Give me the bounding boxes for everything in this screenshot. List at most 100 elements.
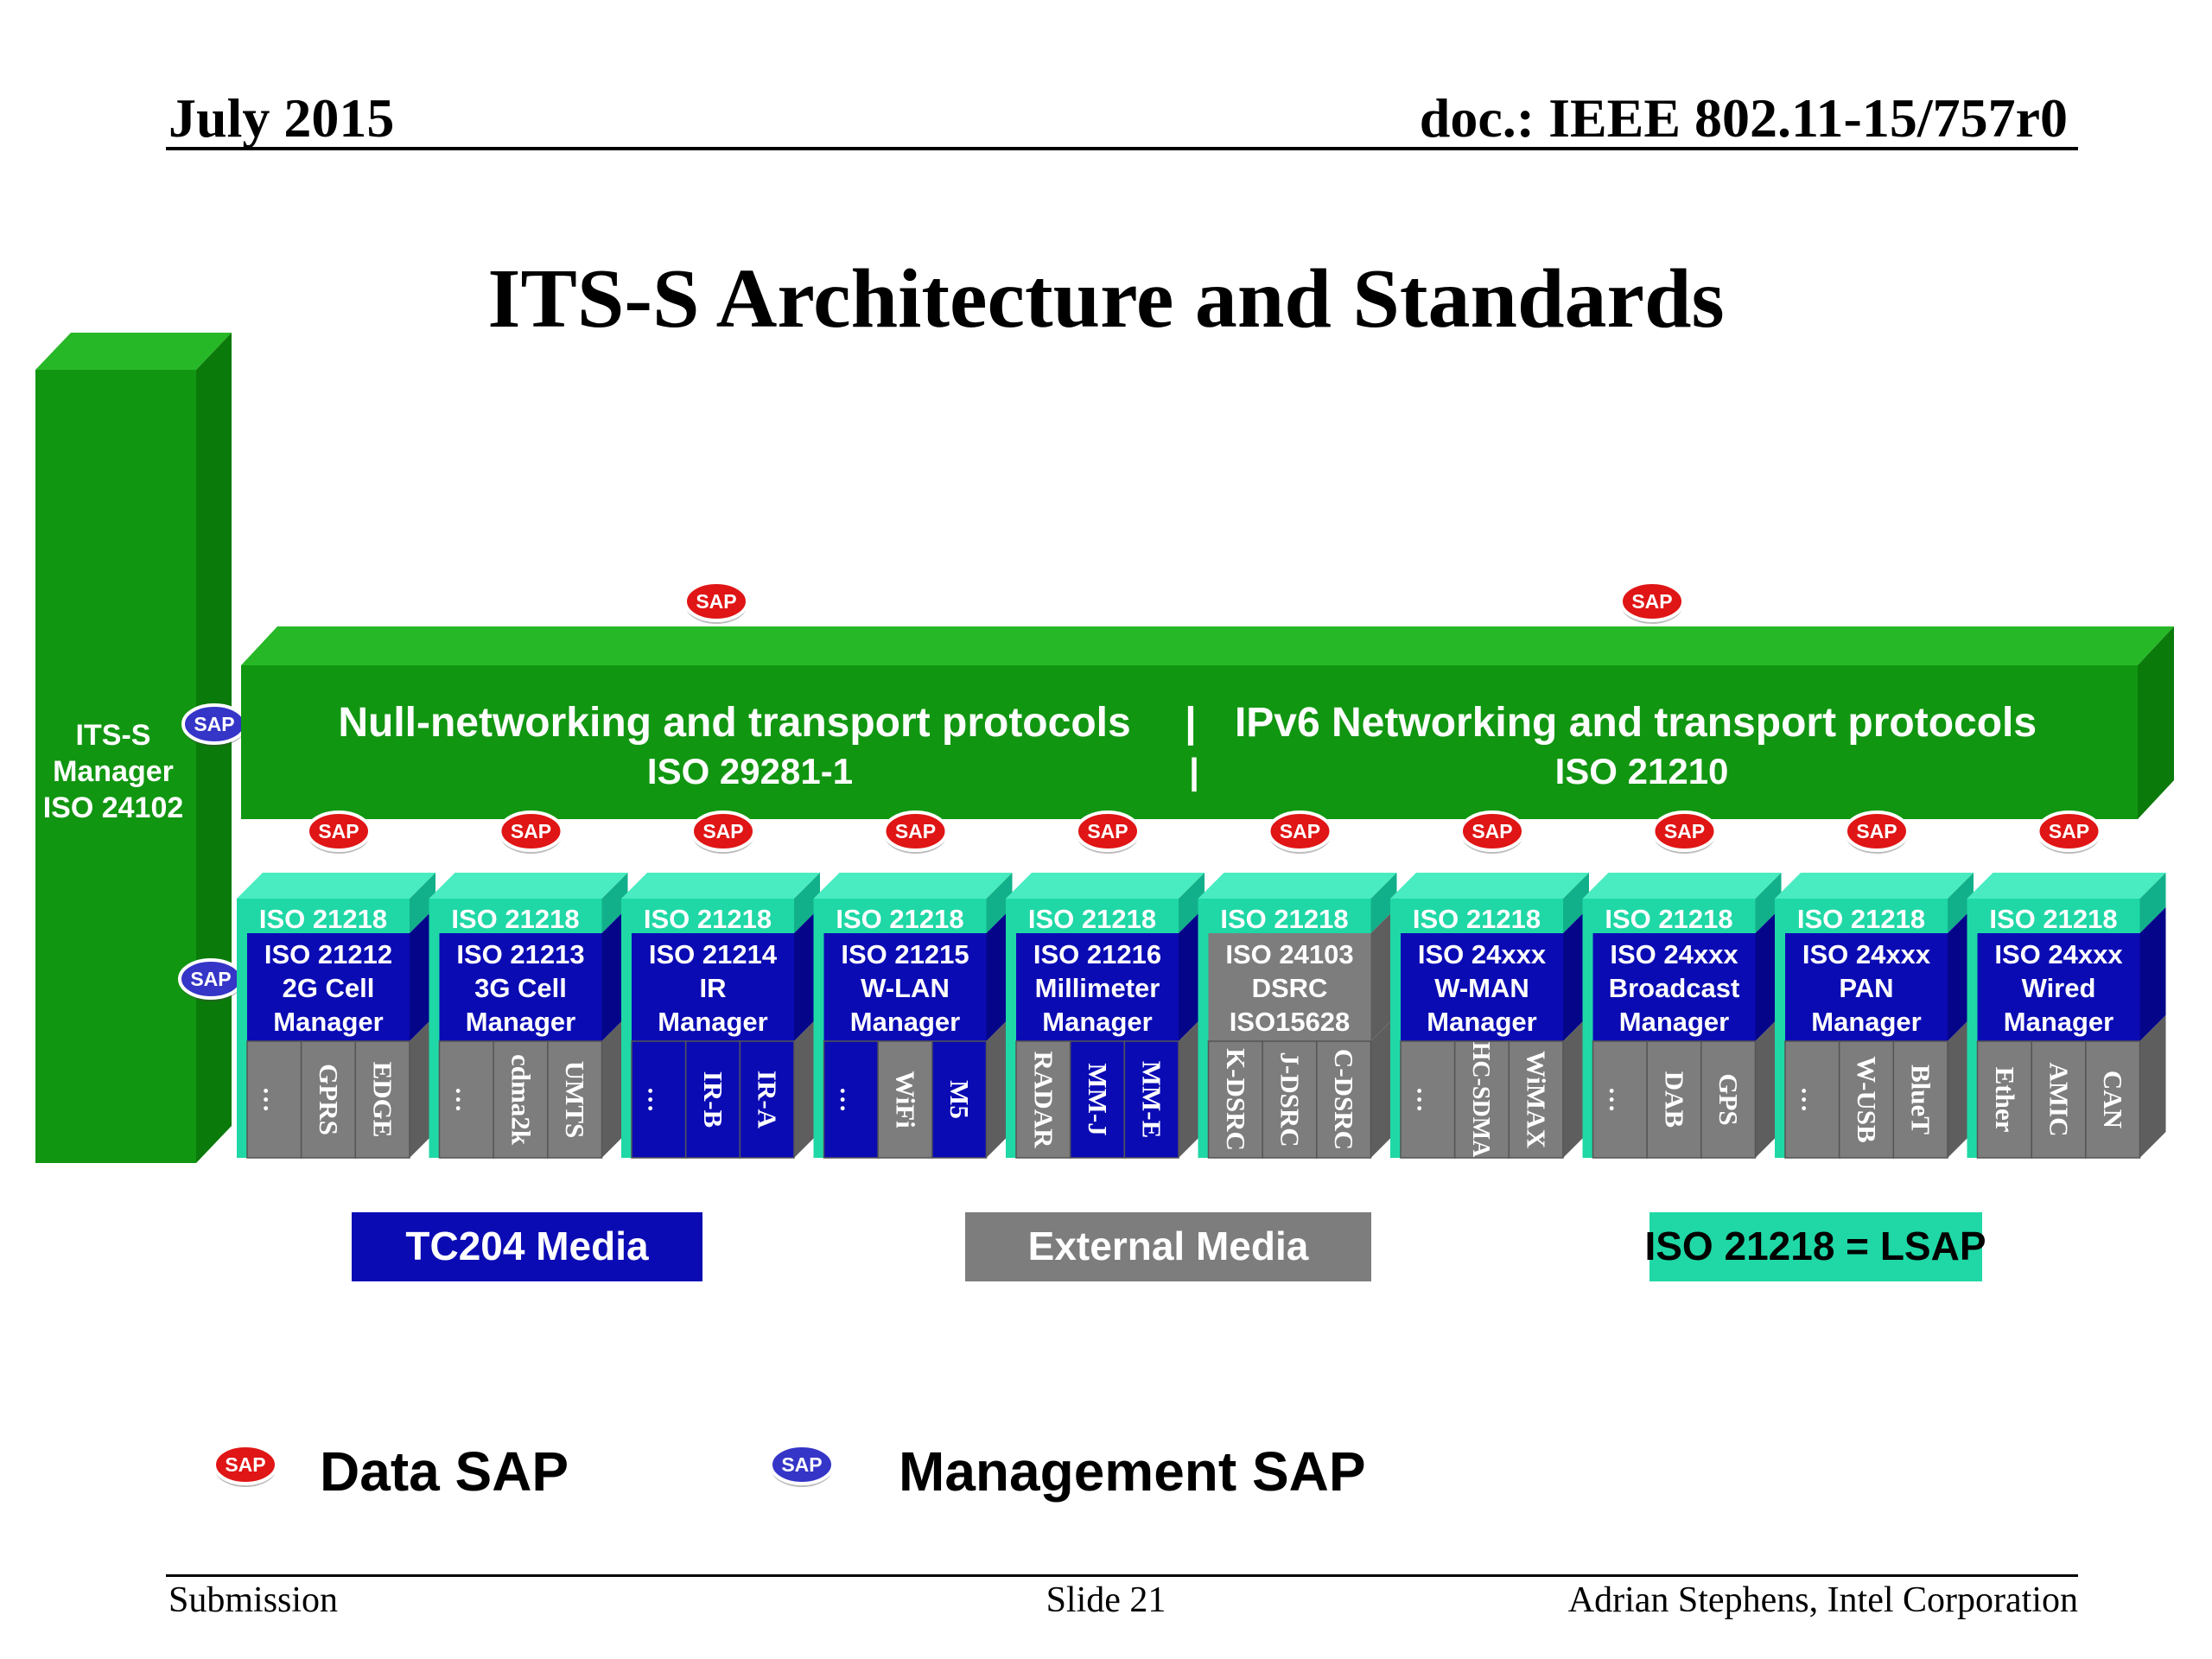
footer-author: Adrian Stephens, Intel Corporation [1567,1580,2078,1620]
data-sap-legend-icon: SAP [213,1444,278,1487]
technology-label: EDGE [368,1062,398,1138]
lsap-label: ISO 21218 [836,904,963,934]
technology-label: W-USB [1852,1056,1882,1142]
column-left-edge [429,933,440,1158]
transport-side-face [2138,626,2174,819]
column-left-edge [1582,933,1593,1158]
data-sap-icon: SAP [2036,810,2102,854]
sap-badge [1619,581,1685,622]
null-networking-title: Null-networking and transport protocols [338,700,1130,746]
sap-badge [1459,810,1525,852]
sap-badge [213,1444,278,1485]
manager-title-line: IR [700,973,727,1003]
manager-label-line: ISO 24102 [43,791,184,824]
lsap-label: ISO 21218 [1028,904,1156,934]
manager-title-line: ISO 24103 [1225,939,1353,969]
column-side-face [410,873,435,933]
column-top-face [1775,873,1974,899]
technology-label: … [450,1087,479,1113]
column-left-edge [1967,933,1978,1158]
technology-label: Ether [1990,1067,2020,1133]
column-side-face [1370,873,1397,933]
manager-title-line: Manager [466,1007,575,1037]
sap-label: SAP [1856,820,1897,842]
management-sap-legend-icon: SAP [769,1444,835,1487]
manager-header [247,933,410,1041]
lsap-label: ISO 21218 [1797,904,1925,934]
sap-label: SAP [190,968,231,990]
technology-label: cdma2k [506,1054,537,1146]
lsap-label: ISO 21218 [1605,904,1732,934]
manager-title-line: ISO 24xxx [1418,939,1547,969]
manager-header [1785,933,1948,1041]
sap-badge [306,810,372,852]
manager-title-line: ISO15628 [1230,1007,1351,1037]
manager-header [439,933,602,1041]
sap-label: SAP [1471,820,1512,842]
manager-title-line: Broadcast [1609,973,1740,1003]
technology-label: HC-SDMA [1467,1042,1494,1159]
manager-title-line: ISO 24xxx [1802,939,1931,969]
data-sap-icon: SAP [1619,581,1685,624]
lsap-band [1006,899,1179,933]
transport-top-face [241,626,2174,665]
manager-title-line: Manager [273,1007,383,1037]
sap-badge [498,810,564,852]
sap-label: SAP [702,820,743,842]
technology-cell [1123,1040,1179,1159]
technology-label: WiMAX [1522,1051,1552,1149]
legend-external-box [965,1212,1371,1281]
technology-cell [1508,1040,1564,1159]
sap-badge [769,1444,835,1485]
technology-label: UMTS [560,1061,590,1139]
lsap-band [1967,899,2140,933]
technology-label: MM-E [1137,1061,1167,1139]
technology-label: M5 [944,1080,975,1119]
sap-label: SAP [194,713,234,735]
sap-label: SAP [781,1453,822,1476]
legend-tc204-box [352,1212,702,1281]
technology-label: C-DSRC [1329,1049,1359,1150]
sap-label: SAP [895,820,936,842]
technology-label: RADAR [1028,1052,1058,1149]
sap-label: SAP [511,820,551,842]
column-side-face [1755,873,1782,933]
column-side-face [1563,873,1589,933]
technology-cell [684,1040,741,1159]
data-sap-legend-label: Data SAP [320,1440,569,1503]
lsap-band [813,899,987,933]
technology-label: IR-B [698,1071,728,1128]
manager-title-line: Manager [658,1007,767,1037]
technology-cell [1784,1040,1840,1159]
data-sap-icon: SAP [1267,810,1333,854]
technology-label: WiFi [891,1071,921,1128]
technology-label: … [1796,1087,1824,1113]
manager-title-line: Manager [850,1007,960,1037]
manager-title-line: PAN [1839,973,1893,1003]
manager-title-line: W-MAN [1434,973,1529,1003]
sap-label: SAP [225,1453,265,1476]
technology-cell [1646,1040,1702,1159]
sap-label: SAP [1280,820,1320,842]
lsap-band [1390,899,1563,933]
column-side-face [794,873,820,933]
technology-cell [300,1040,357,1159]
data-sap-icon: SAP [1844,810,1910,854]
manager-title-line: 2G Cell [283,973,375,1003]
management-sap-icon: SAP [178,958,244,1001]
lsap-band [621,899,794,933]
technology-cell [877,1040,933,1159]
manager-top-face [35,333,232,370]
column-left-edge [1775,933,1785,1158]
technology-cell [631,1040,687,1159]
technology-cell [246,1040,302,1159]
sap-badge [1651,810,1718,852]
technology-label: GPRS [314,1064,344,1135]
technology-cell [1316,1040,1372,1159]
technology-label: … [257,1087,286,1113]
legend-lsap-box [1649,1212,1982,1281]
ipv6-networking-title: IPv6 Networking and transport protocols [1235,700,2037,746]
manager-header [1208,933,1371,1041]
manager-title-line: 3G Cell [474,973,567,1003]
